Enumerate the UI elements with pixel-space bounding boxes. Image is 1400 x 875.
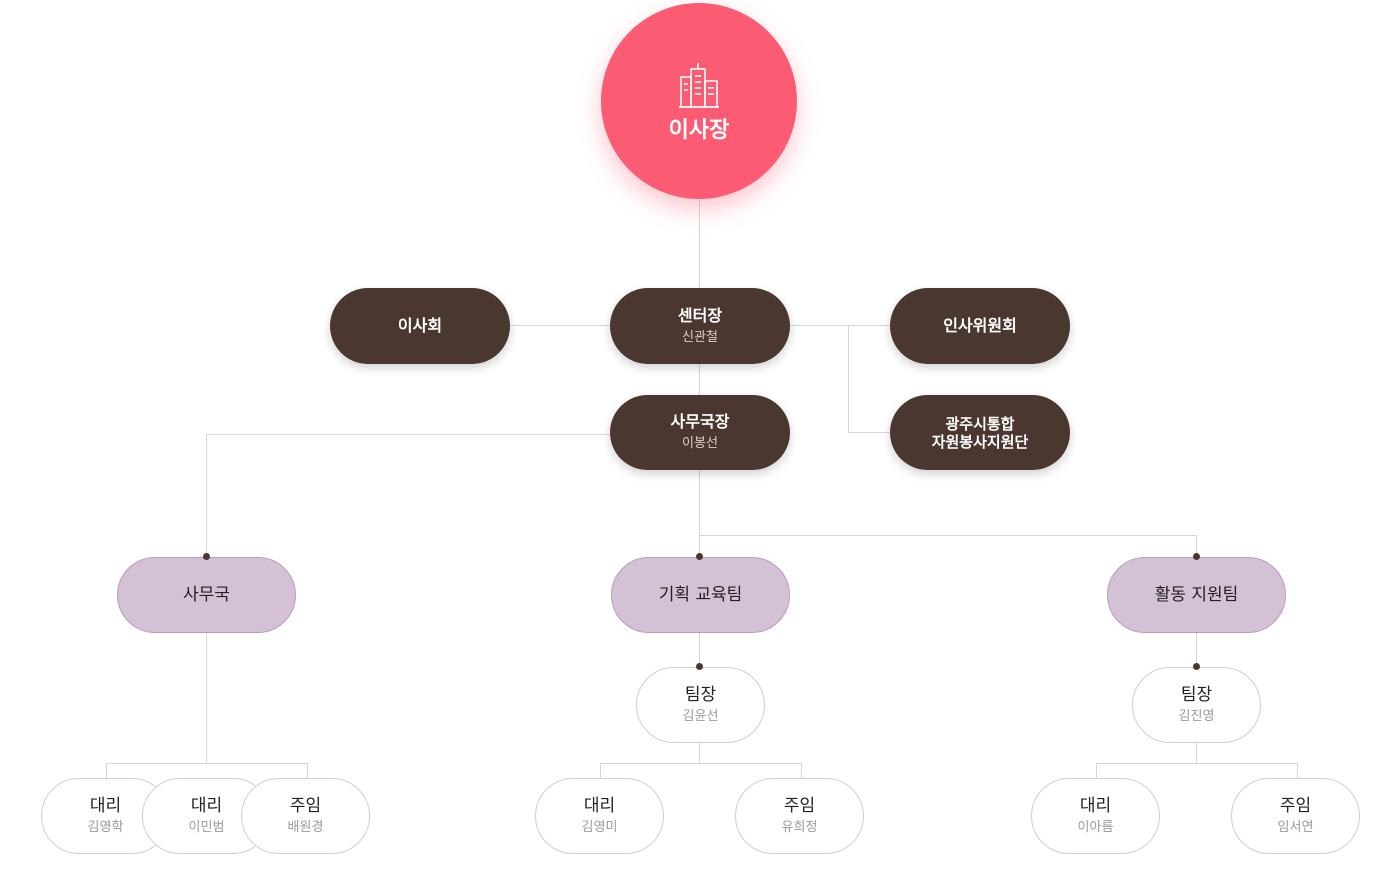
chairman-title: 이사장	[668, 118, 730, 143]
staff-node: 대리 김영미	[535, 778, 664, 854]
secretary-general-title: 사무국장	[670, 412, 730, 431]
volunteer-group-line2: 자원봉사지원단	[931, 432, 1029, 451]
staff-name: 이민범	[188, 819, 225, 835]
team-node-planning: 기획 교육팀	[611, 557, 790, 633]
staff-name: 배원경	[287, 819, 324, 835]
building-icon	[677, 61, 721, 113]
volunteer-group-line1: 광주시통합	[945, 414, 1015, 433]
staff-name: 김영학	[87, 819, 124, 835]
hr-committee-title: 인사위원회	[943, 316, 1017, 335]
staff-node: 대리 이아름	[1031, 778, 1160, 854]
team-title: 활동 지원팀	[1154, 585, 1239, 605]
connector-dot	[696, 663, 703, 670]
team-title: 사무국	[183, 585, 230, 605]
staff-node: 주임 유희정	[735, 778, 864, 854]
secretary-general-node: 사무국장 이봉선	[610, 395, 790, 470]
staff-title: 주임	[783, 795, 816, 816]
staff-name: 임서연	[1277, 819, 1314, 835]
director-title: 센터장	[677, 305, 723, 325]
team-leader-title: 팀장	[1180, 684, 1213, 705]
staff-title: 대리	[89, 795, 122, 816]
staff-name: 이아름	[1077, 819, 1114, 835]
volunteer-group-node: 광주시통합 자원봉사지원단	[890, 395, 1070, 470]
staff-title: 대리	[583, 795, 616, 816]
connector-dot	[1193, 553, 1200, 560]
team-leader-title: 팀장	[684, 684, 717, 705]
staff-title: 주임	[1279, 795, 1312, 816]
connector-dot	[1193, 663, 1200, 670]
staff-name: 유희정	[781, 819, 818, 835]
director-name: 신관철	[682, 329, 718, 345]
team-node-support: 활동 지원팀	[1107, 557, 1286, 633]
staff-title: 대리	[190, 795, 223, 816]
board-node: 이사회	[330, 288, 510, 364]
team-node-admin: 사무국	[117, 557, 296, 633]
staff-name: 김영미	[581, 819, 618, 835]
staff-node: 주임 배원경	[241, 778, 370, 854]
team-leader-node: 팀장 김윤선	[636, 667, 765, 743]
hr-committee-node: 인사위원회	[890, 288, 1070, 364]
team-leader-name: 김진영	[1178, 708, 1215, 724]
secretary-general-name: 이봉선	[682, 436, 718, 451]
connector-dot	[203, 553, 210, 560]
team-leader-node: 팀장 김진영	[1132, 667, 1261, 743]
team-leader-name: 김윤선	[682, 708, 719, 724]
chairman-node: 이사장	[601, 3, 797, 199]
connector-dot	[696, 553, 703, 560]
board-title: 이사회	[397, 316, 443, 335]
staff-title: 대리	[1079, 795, 1112, 816]
staff-node: 주임 임서연	[1231, 778, 1360, 854]
staff-title: 주임	[289, 795, 322, 816]
team-title: 기획 교육팀	[658, 585, 743, 605]
director-node: 센터장 신관철	[610, 288, 790, 364]
